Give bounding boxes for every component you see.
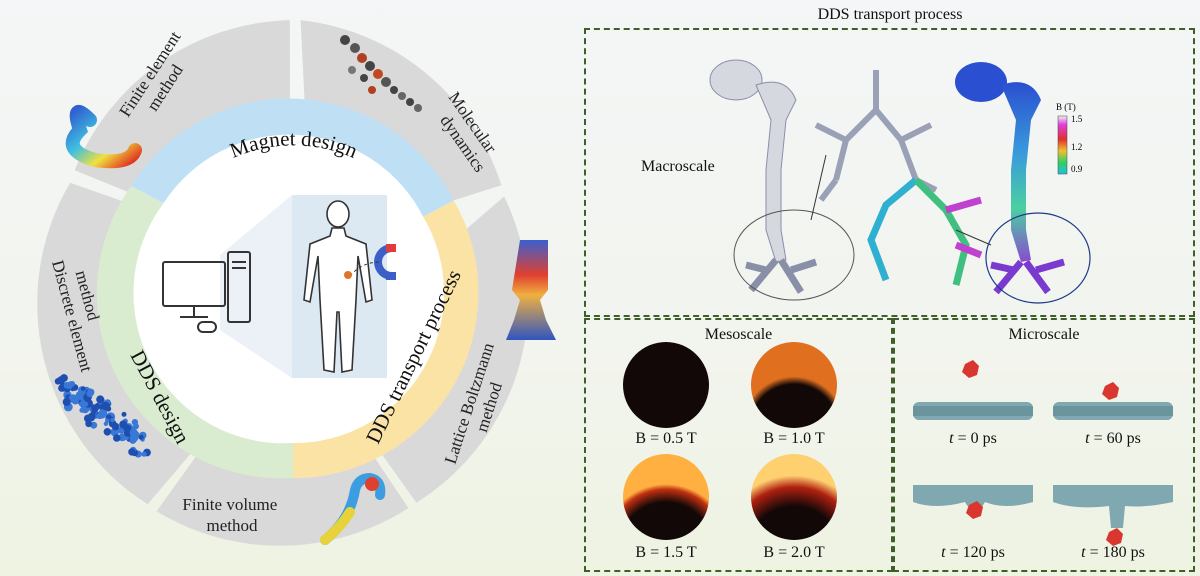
membrane-t180 [1053,485,1173,546]
dem-particle [113,434,121,442]
computer-icon [162,251,251,333]
dem-particle [121,411,127,417]
dem-particles-thumbnail [54,374,151,458]
mesoscale-circles [623,342,837,540]
svg-text:0.9: 0.9 [1071,164,1083,174]
meso-caption-1: B = 0.5 T [635,430,697,447]
dem-particle [118,433,127,442]
zoom-circle-right [985,212,1091,304]
svg-text:1.2: 1.2 [1071,142,1082,152]
mesoscale-panel: Mesoscale B = 0.5 T B = 1.0 T B = 1.5 T … [584,318,893,572]
dem-particle [79,407,85,413]
mesoscale-title: Mesoscale [704,326,773,343]
dem-particle [57,376,66,385]
dem-particle [99,412,106,419]
meso-circle-2-0 [751,454,837,540]
fvm-aorta-thumbnail [320,472,386,545]
meso-caption-2: B = 1.0 T [763,430,825,447]
micro-caption-2: t = 60 ps [1085,430,1141,447]
dem-particle [129,428,138,437]
lbm-thumbnail [506,240,556,340]
micro-caption-4: t = 180 ps [1081,544,1145,561]
macroscale-label: Macroscale [641,158,715,175]
dem-particle [91,404,99,413]
dem-particle [86,390,94,398]
macroscale-panel: Macroscale [584,28,1195,317]
membrane-snapshots [913,360,1173,546]
colorbar: B (T) 1.5 1.2 0.9 [1056,102,1083,175]
dem-particle [101,401,110,411]
dem-particle [128,448,136,456]
drug-particle-icon [344,271,352,279]
dem-particle [141,451,147,457]
dem-particle [110,417,115,423]
method-wheel: Magnet design DDS design DDS transport p… [37,20,556,546]
dem-particle [67,383,73,389]
gray-airway [709,59,818,294]
meso-caption-3: B = 1.5 T [635,544,697,561]
meso-caption-4: B = 2.0 T [763,544,825,561]
fem-thumbnail [65,105,142,169]
dem-particle [129,436,137,444]
transport-title: DDS transport process [817,6,963,23]
dem-particle [96,395,105,404]
microscale-title: Microscale [1008,326,1080,343]
dem-particle [62,398,71,406]
airway-illustration: B (T) 1.5 1.2 0.9 [709,59,1091,304]
center-illustration [162,195,396,378]
micro-caption-1: t = 0 ps [949,430,997,447]
membrane-t60 [1053,382,1173,420]
ring-arc-design [96,185,293,479]
membrane-t0 [913,360,1033,420]
ring-arc-magnet [131,98,454,217]
microscale-panel: Microscale t = 0 ps t = 60 ps t = 120 ps… [893,318,1195,572]
ring-arc-transport [293,200,479,479]
dem-particle [131,419,139,426]
human-body-icon [303,200,373,373]
magnet-icon [374,244,396,280]
colored-airway [955,62,1065,295]
meso-circle-1-5 [623,454,709,540]
dem-particle [138,434,144,440]
gray-bronchial-tree [814,70,938,202]
dem-particle [80,386,86,391]
meso-circle-1-0 [751,342,837,428]
svg-text:B (T): B (T) [1056,102,1076,112]
micro-caption-3: t = 120 ps [941,544,1005,561]
svg-text:1.5: 1.5 [1071,114,1083,124]
dem-particle [103,421,109,426]
dem-particle [68,394,78,403]
colored-bronchial-tree [867,177,983,286]
meso-circle-0-5 [623,342,709,428]
membrane-t120 [913,485,1033,519]
inner-ring [96,98,479,479]
label-fvm: Finite volume method [182,495,281,535]
dem-particle [111,422,120,431]
dem-particle [103,428,112,436]
dem-particle [88,412,96,421]
zoom-circle-left [733,209,855,301]
dem-particle [83,401,89,407]
md-molecule-thumbnail [340,35,422,112]
dem-particle [123,429,132,437]
